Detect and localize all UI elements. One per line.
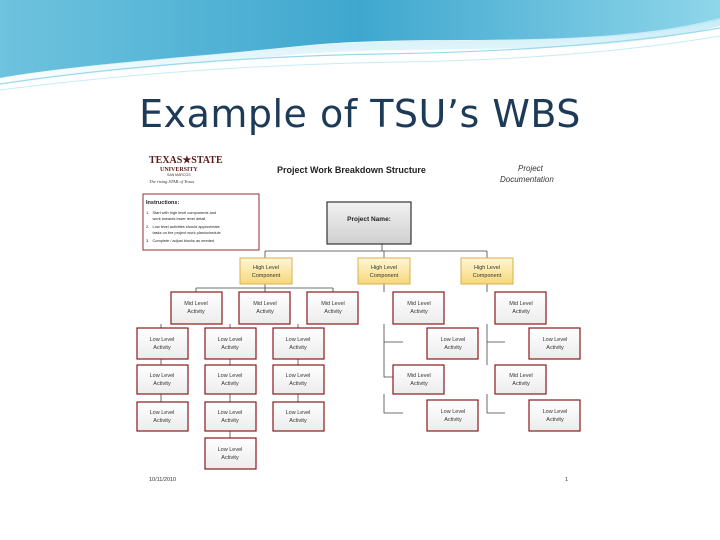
svg-text:Activity: Activity [221, 455, 239, 461]
instructions-line: 1. Start with high level components and [146, 210, 216, 215]
svg-text:Low Level: Low Level [543, 409, 568, 415]
logo-line-1: TEXAS★STATE [149, 155, 223, 166]
instructions-line: work towards lower level detail [146, 216, 205, 221]
svg-text:Activity: Activity [289, 345, 307, 351]
svg-text:Component: Component [370, 273, 399, 279]
svg-text:Activity: Activity [546, 417, 564, 423]
mid-level-activity: Mid Level Activity [494, 364, 547, 395]
instructions-line: 2. Low level activities should approxima… [146, 224, 220, 229]
low-level-activity: Low Level Activity [136, 327, 189, 360]
svg-text:Activity: Activity [187, 309, 205, 315]
svg-text:Low Level: Low Level [150, 410, 175, 416]
svg-text:Mid Level: Mid Level [509, 373, 533, 379]
low-level-activity: Low Level Activity [272, 364, 325, 395]
svg-text:Mid Level: Mid Level [253, 301, 277, 307]
header-wave-decoration [0, 0, 720, 91]
project-name-label: Project Name: [347, 216, 391, 223]
svg-text:Activity: Activity [410, 309, 428, 315]
svg-text:Mid Level: Mid Level [407, 373, 431, 379]
low-level-activity: Low Level Activity [136, 364, 189, 395]
svg-text:Activity: Activity [410, 381, 428, 387]
svg-text:Component: Component [252, 273, 281, 279]
svg-text:Low Level: Low Level [286, 410, 311, 416]
slide-title: Example of TSU’s WBS [139, 92, 581, 136]
header-right-line-1: Project [518, 164, 544, 173]
mid-level-activity: Mid Level Activity [238, 291, 291, 325]
wbs-document-image: TEXAS★STATE UNIVERSITY SAN MARCOS The ri… [135, 148, 587, 490]
low-level-activity: Low Level Activity [204, 327, 257, 360]
svg-text:Activity: Activity [153, 381, 171, 387]
low-level-activity: Low Level Activity [272, 401, 325, 432]
svg-text:Activity: Activity [324, 309, 342, 315]
svg-text:Activity: Activity [444, 417, 462, 423]
wbs-chart: TEXAS★STATE UNIVERSITY SAN MARCOS The ri… [136, 155, 581, 483]
mid-level-activity: Mid Level Activity [392, 291, 445, 325]
low-level-activity: Low Level Activity [528, 327, 581, 360]
svg-text:Mid Level: Mid Level [407, 301, 431, 307]
mid-level-activity: Mid Level Activity [306, 291, 359, 325]
logo-tagline: The rising STAR of Texas [149, 179, 195, 184]
document-title: Project Work Breakdown Structure [277, 165, 426, 175]
instructions-title: Instructions: [146, 200, 179, 206]
svg-text:Activity: Activity [153, 345, 171, 351]
svg-text:Activity: Activity [221, 345, 239, 351]
svg-text:Mid Level: Mid Level [509, 301, 533, 307]
svg-text:Low Level: Low Level [286, 373, 311, 379]
svg-text:High Level: High Level [253, 265, 279, 271]
instructions-line: 3. Complete / adjust blocks as needed [146, 238, 214, 243]
svg-text:Activity: Activity [444, 345, 462, 351]
mid-level-activity: Mid Level Activity [170, 291, 223, 325]
svg-text:High Level: High Level [371, 265, 397, 271]
logo-line-2: UNIVERSITY [160, 167, 198, 173]
svg-text:Low Level: Low Level [286, 337, 311, 343]
svg-text:Low Level: Low Level [441, 337, 466, 343]
low-level-activity: Low Level Activity [204, 437, 257, 470]
low-level-activity: Low Level Activity [204, 364, 257, 395]
instructions-box: Instructions: 1. Start with high level c… [142, 193, 260, 251]
university-logo: TEXAS★STATE UNIVERSITY SAN MARCOS The ri… [149, 155, 223, 184]
high-level-component: High Level Component [460, 257, 514, 285]
svg-text:Component: Component [473, 273, 502, 279]
svg-text:High Level: High Level [474, 265, 500, 271]
mid-level-activity: Mid Level Activity [392, 364, 445, 395]
svg-text:Activity: Activity [221, 381, 239, 387]
footer-page-number: 1 [565, 477, 568, 483]
svg-text:Low Level: Low Level [543, 337, 568, 343]
svg-text:Activity: Activity [289, 418, 307, 424]
logo-line-3: SAN MARCOS [167, 173, 191, 177]
svg-text:Low Level: Low Level [218, 447, 243, 453]
svg-text:Low Level: Low Level [441, 409, 466, 415]
low-level-activity: Low Level Activity [426, 327, 479, 360]
svg-text:Activity: Activity [153, 418, 171, 424]
low-level-activity: Low Level Activity [204, 401, 257, 432]
footer-date: 10/11/2010 [149, 477, 176, 483]
svg-text:Activity: Activity [289, 381, 307, 387]
low-level-activity: Low Level Activity [136, 401, 189, 432]
project-name-box: Project Name: [326, 201, 412, 245]
svg-text:Activity: Activity [546, 345, 564, 351]
instructions-line: tasks on the project work plan/schedule [146, 230, 221, 235]
header-right-line-2: Documentation [500, 175, 554, 184]
svg-text:Low Level: Low Level [150, 337, 175, 343]
high-level-component: High Level Component [357, 257, 411, 285]
svg-text:Low Level: Low Level [218, 337, 243, 343]
svg-text:Low Level: Low Level [150, 373, 175, 379]
low-level-activity: Low Level Activity [528, 399, 581, 432]
svg-text:Mid Level: Mid Level [321, 301, 345, 307]
high-level-component: High Level Component [239, 257, 293, 285]
svg-text:Low Level: Low Level [218, 373, 243, 379]
mid-level-activity: Mid Level Activity [494, 291, 547, 325]
low-level-activity: Low Level Activity [272, 327, 325, 360]
low-level-activity: Low Level Activity [426, 399, 479, 432]
svg-text:Activity: Activity [221, 418, 239, 424]
svg-text:Low Level: Low Level [218, 410, 243, 416]
svg-text:Activity: Activity [512, 309, 530, 315]
svg-text:Activity: Activity [512, 381, 530, 387]
svg-text:Activity: Activity [256, 309, 274, 315]
svg-text:Mid Level: Mid Level [184, 301, 208, 307]
